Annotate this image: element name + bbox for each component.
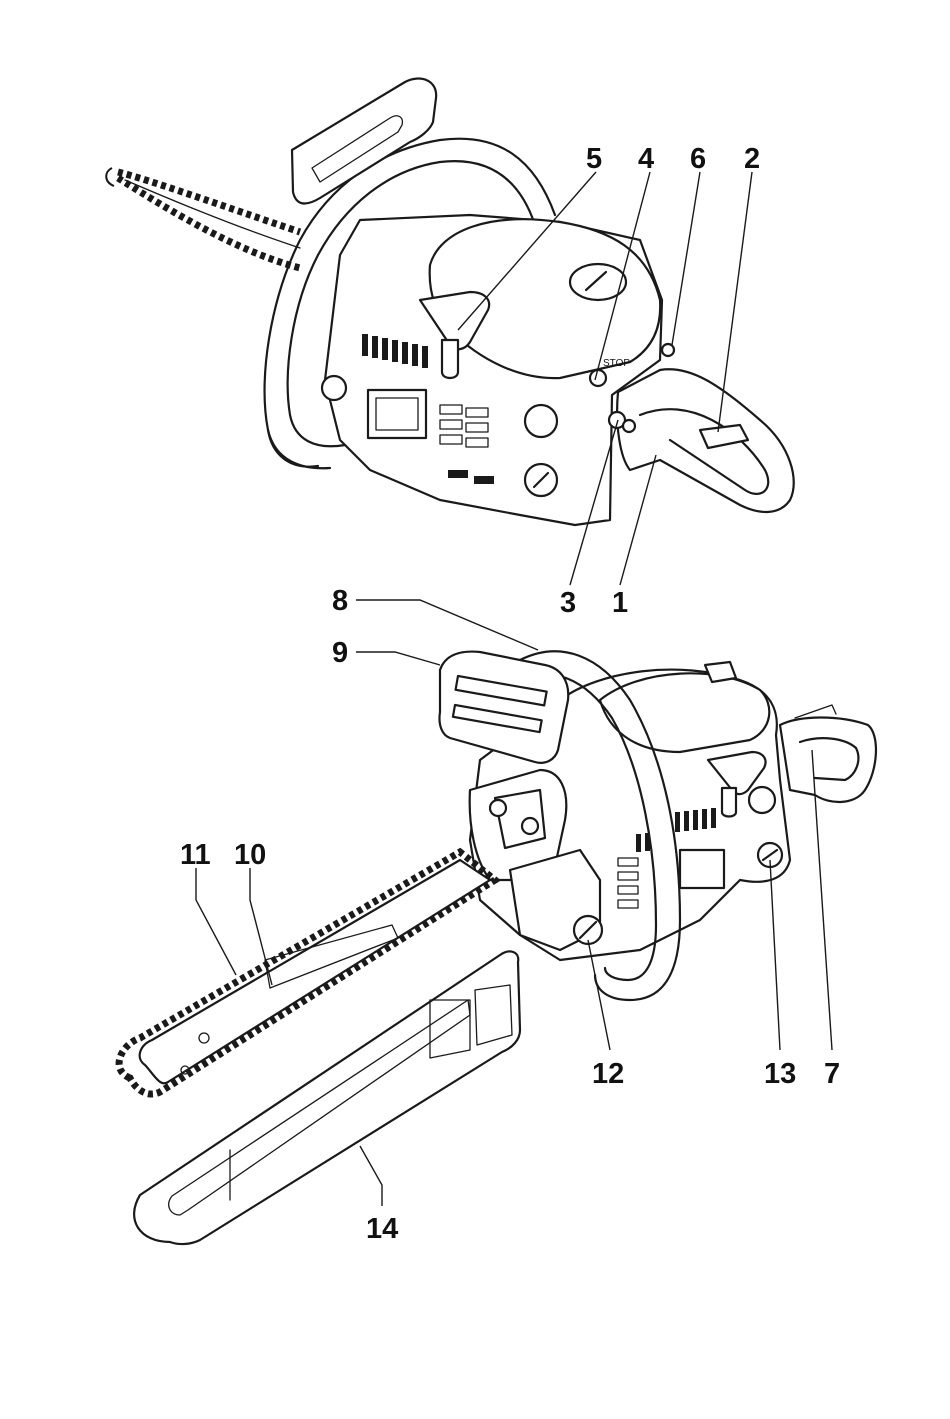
top-engine-body	[322, 215, 662, 525]
bottom-scabbard	[134, 951, 520, 1244]
callout-8: 8	[332, 585, 348, 617]
callout-3: 3	[560, 587, 576, 619]
callout-11: 11	[180, 839, 211, 871]
top-rear-handle	[617, 369, 794, 512]
top-hand-guard	[292, 79, 436, 204]
bottom-rear-handle	[780, 705, 876, 802]
top-choke-control	[662, 344, 674, 356]
callout-7: 7	[824, 1058, 840, 1090]
top-guide-bar	[106, 168, 300, 268]
callout-4: 4	[638, 143, 654, 175]
top-chain-brake-knob	[590, 370, 606, 386]
callout-9: 9	[332, 637, 348, 669]
bottom-chainsaw-illustration	[119, 651, 876, 1244]
bottom-fuel-cap	[749, 787, 775, 813]
stop-marking: STOP	[603, 358, 630, 369]
callout-10: 10	[234, 839, 266, 871]
callout-5: 5	[586, 143, 602, 175]
callout-12: 12	[592, 1058, 624, 1090]
callout-6: 6	[690, 143, 706, 175]
bottom-hand-guard	[439, 652, 568, 763]
callout-14: 14	[366, 1213, 398, 1245]
callout-1: 1	[612, 587, 628, 619]
top-stop-switch	[623, 420, 635, 432]
callout-2: 2	[744, 143, 760, 175]
callout-13: 13	[764, 1058, 796, 1090]
